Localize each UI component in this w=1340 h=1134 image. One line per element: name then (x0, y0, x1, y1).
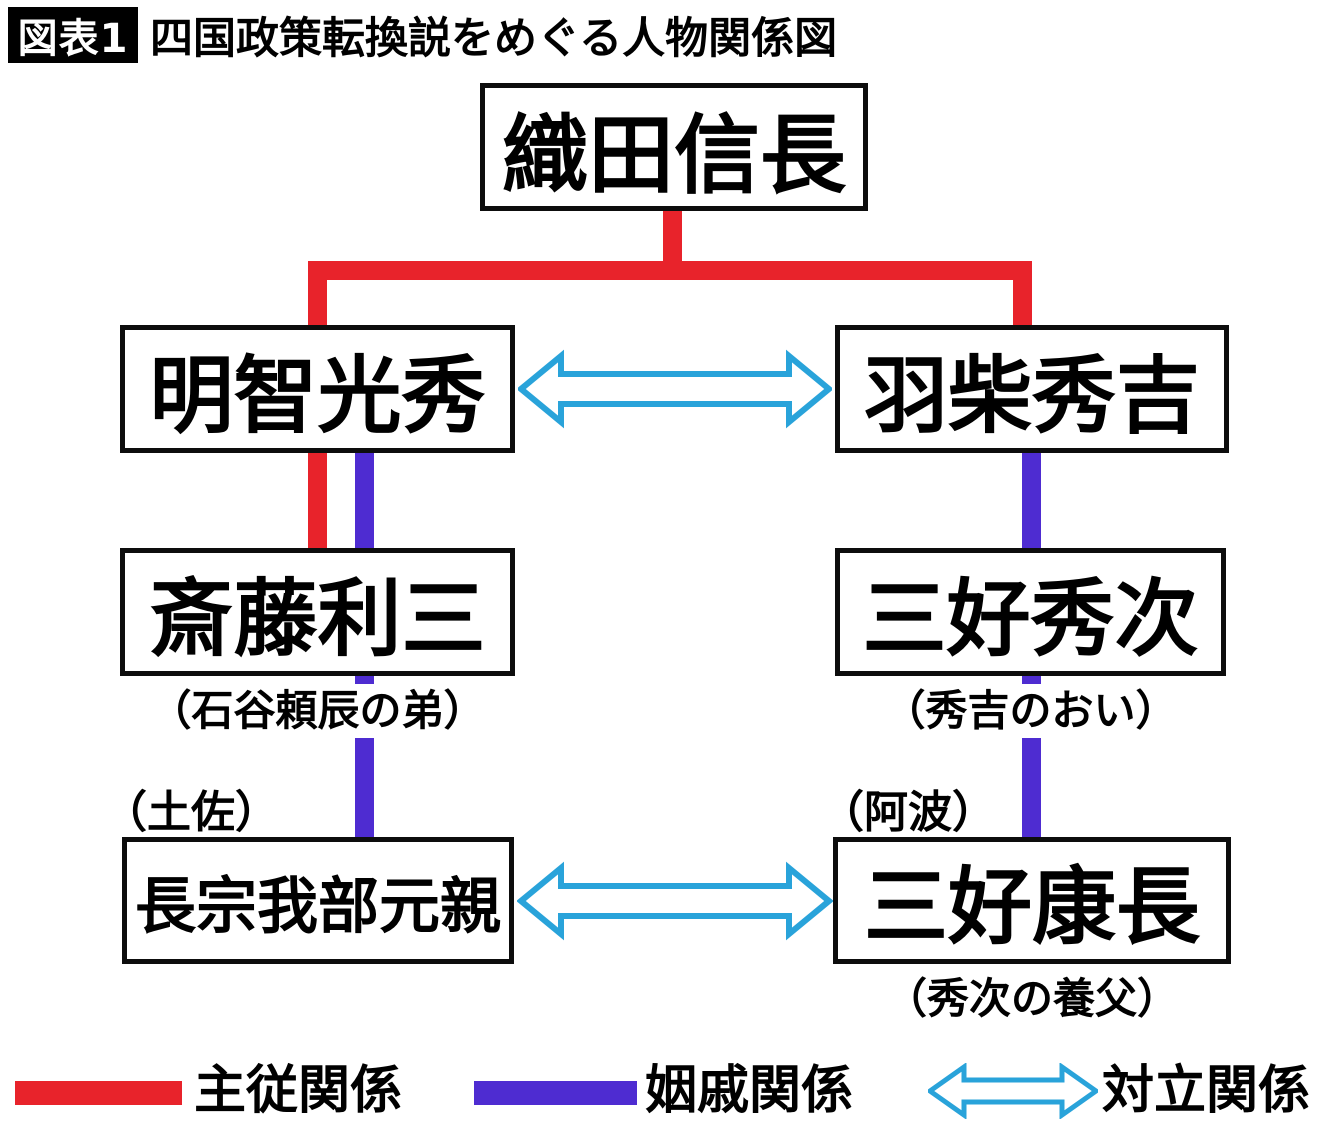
figure-badge: 図表1 (8, 7, 138, 63)
edge-oda-akechi-line (308, 261, 327, 329)
legend-opposition-label: 対立関係 (1102, 1061, 1311, 1121)
node-box-chosokabe-motochika: 長宗我部元親 (122, 837, 514, 964)
edge-akechi-saito-kinship-line (355, 448, 374, 552)
note-yasunaga-text: （秀次の養父） (884, 972, 1179, 1026)
page-title: 四国政策転換説をめぐる人物関係図 (150, 14, 838, 64)
node-box-miyoshi-yasunaga: 三好康長 (833, 837, 1231, 964)
region-label-awa: （阿波） (820, 787, 996, 838)
edge-akechi-saito-master-line (308, 448, 327, 552)
region-label-tosa: （土佐） (103, 787, 279, 838)
node-box-miyoshi-hidetsugu: 三好秀次 (835, 548, 1226, 676)
legend-kinship-label: 姻戚関係 (645, 1061, 854, 1121)
legend-opposition-arrow-icon (928, 1063, 1098, 1119)
note-yasunaga: （秀次の養父） (833, 972, 1231, 1026)
edge-hashiba-hidetsugu-kinship-line (1022, 448, 1041, 552)
note-saito: （石谷頼辰の弟） (120, 684, 515, 738)
opposition-arrow-chosokabe-yasunaga-icon (517, 861, 833, 941)
legend-master-servant-label: 主従関係 (194, 1061, 403, 1121)
edge-oda-hashiba-line (1013, 261, 1032, 329)
edge-oda-crossbar-line (308, 261, 1032, 280)
legend-kinship-line (474, 1081, 637, 1105)
node-box-akechi-mitsuhide: 明智光秀 (120, 325, 515, 453)
legend-master-servant-line (15, 1081, 182, 1105)
node-box-saito-toshimitsu: 斎藤利三 (120, 548, 515, 676)
opposition-arrow-akechi-hashiba-icon (518, 349, 832, 429)
node-box-oda-nobunaga: 織田信長 (480, 83, 868, 211)
note-saito-text: （石谷頼辰の弟） (149, 684, 486, 738)
node-box-hashiba-hideyoshi: 羽柴秀吉 (835, 325, 1229, 453)
note-hidetsugu: （秀吉のおい） (835, 684, 1226, 738)
note-hidetsugu-text: （秀吉のおい） (883, 684, 1178, 738)
